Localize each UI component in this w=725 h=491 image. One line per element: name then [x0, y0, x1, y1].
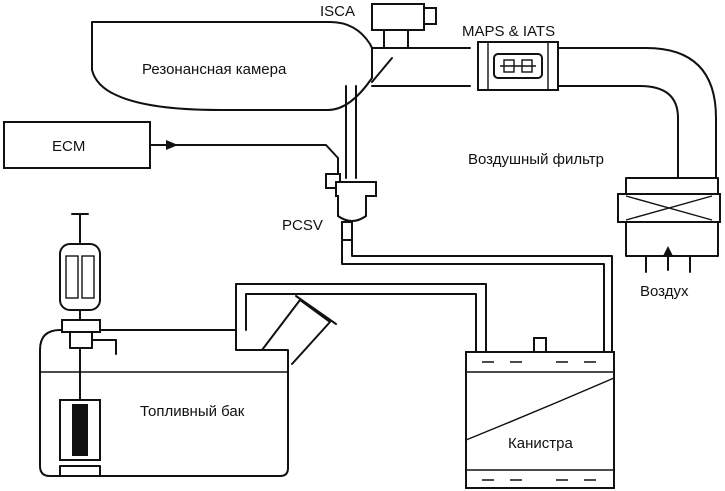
air-filter-label: Воздушный фильтр [468, 151, 604, 168]
isca-label: ISCA [320, 3, 355, 20]
canister-body [465, 351, 615, 489]
purge-hose-lower [341, 239, 613, 353]
air-label: Воздух [640, 283, 689, 300]
plenum-label: Резонансная камера [142, 61, 287, 78]
air-filter-housing [625, 177, 719, 257]
isca-valve-connector [423, 7, 437, 25]
isca-valve-stem [383, 29, 409, 49]
fuel-tank [39, 329, 289, 477]
resonance-chamber [91, 21, 373, 111]
maps-iats-label: MAPS & IATS [462, 23, 555, 40]
pcsv-body [335, 181, 377, 222]
fuel-pump-core [72, 404, 88, 456]
fuel-tank-label: Топливный бак [140, 403, 245, 420]
fuel-pump-flange [61, 319, 101, 333]
throttle-plate [371, 57, 393, 83]
ecm-signal-line [149, 144, 339, 179]
ecm-label: ECM [52, 138, 85, 155]
air-arrow-head [663, 246, 673, 256]
canister-vent [533, 337, 547, 353]
isca-valve-body [371, 3, 425, 31]
pcsv-label: PCSV [282, 217, 323, 234]
intake-duct [557, 47, 717, 179]
throttle-body [371, 47, 471, 87]
canister-label: Канистра [508, 435, 573, 452]
canister-charcoal-boundary [465, 377, 615, 441]
pcsv-outlet [341, 221, 353, 241]
air-inlet [645, 255, 691, 273]
filler-neck [261, 299, 331, 365]
purge-hose-upper [345, 85, 357, 179]
tank-vapor-line [235, 283, 487, 353]
ecm-signal-arrow [166, 140, 178, 150]
ecm-box [3, 121, 151, 169]
